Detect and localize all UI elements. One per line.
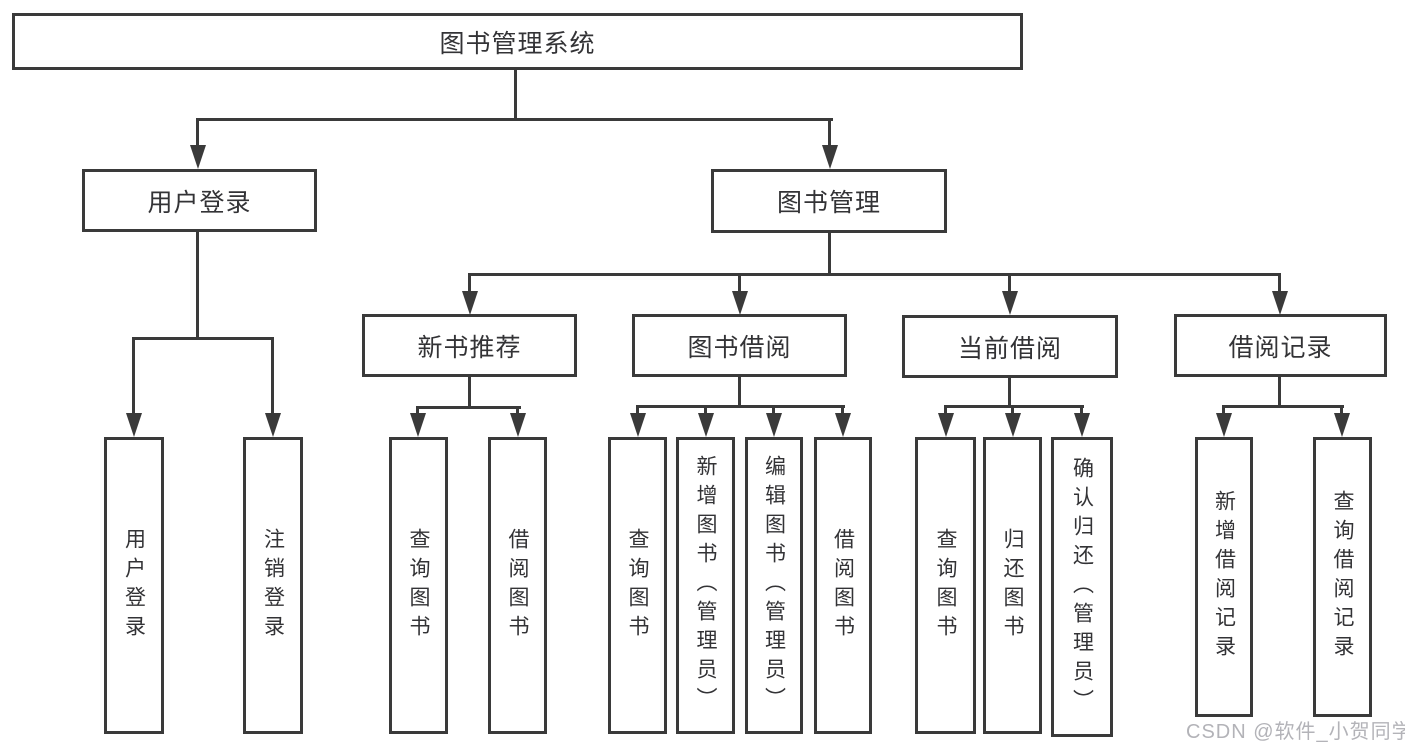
- node-book-borrowing-label: 图书借阅: [687, 333, 792, 362]
- node-new-book-recommend-label: 新书推荐: [417, 333, 522, 362]
- connector-line: [636, 405, 639, 414]
- connector-line: [828, 233, 831, 276]
- leaf-records-add-record: 新增借阅记录: [1195, 437, 1253, 717]
- connector-line: [944, 405, 1084, 408]
- connector-line: [1222, 405, 1225, 414]
- arrowhead-icon: [1074, 413, 1090, 437]
- connector-line: [1008, 273, 1011, 293]
- node-borrowing-records-label: 借阅记录: [1228, 333, 1333, 362]
- connector-line: [1278, 273, 1281, 293]
- leaf-newbook-borrow-books: 借阅图书: [488, 437, 547, 734]
- arrowhead-icon: [766, 413, 782, 437]
- connector-line: [704, 405, 707, 414]
- connector-line: [417, 406, 521, 409]
- arrowhead-icon: [822, 145, 838, 169]
- leaf-current-return-books: 归还图书: [983, 437, 1042, 734]
- leaf-newbook-borrow-books-label: 借阅图书: [506, 527, 529, 644]
- arrowhead-icon: [938, 413, 954, 437]
- node-root: 图书管理系统: [12, 13, 1023, 70]
- connector-line: [1222, 405, 1344, 408]
- leaf-borrowing-edit-books-admin-label: 编辑图书（管理员）: [762, 455, 786, 716]
- connector-line: [468, 273, 1281, 276]
- leaf-current-confirm-return-admin-label: 确认归还（管理员）: [1070, 456, 1094, 718]
- node-current-borrowing: 当前借阅: [902, 315, 1118, 378]
- connector-line: [944, 405, 947, 414]
- leaf-current-query-books: 查询图书: [915, 437, 976, 734]
- node-new-book-recommend: 新书推荐: [362, 314, 577, 377]
- connector-line: [738, 273, 741, 293]
- leaf-borrowing-query-books-label: 查询图书: [626, 527, 649, 644]
- leaf-logout: 注销登录: [243, 437, 303, 734]
- leaf-current-return-books-label: 归还图书: [1001, 527, 1024, 644]
- leaf-current-query-books-label: 查询图书: [934, 527, 957, 644]
- arrowhead-icon: [698, 413, 714, 437]
- arrowhead-icon: [630, 413, 646, 437]
- node-book-management-label: 图书管理: [776, 189, 881, 217]
- connector-line: [772, 405, 775, 414]
- connector-line: [828, 118, 831, 147]
- connector-line: [1340, 405, 1343, 414]
- leaf-borrowing-edit-books-admin: 编辑图书（管理员）: [745, 437, 803, 734]
- arrowhead-icon: [190, 145, 206, 169]
- arrowhead-icon: [462, 291, 478, 315]
- arrowhead-icon: [1002, 291, 1018, 315]
- leaf-newbook-query-books: 查询图书: [389, 437, 448, 734]
- node-borrowing-records: 借阅记录: [1174, 314, 1387, 377]
- leaf-borrowing-query-books: 查询图书: [608, 437, 667, 734]
- connector-line: [132, 337, 274, 340]
- arrowhead-icon: [410, 413, 426, 437]
- arrowhead-icon: [510, 413, 526, 437]
- node-user-login-label: 用户登录: [147, 188, 252, 217]
- connector-line: [1080, 405, 1083, 414]
- connector-line: [1011, 405, 1014, 414]
- connector-line: [1278, 377, 1281, 408]
- leaf-records-query-record: 查询借阅记录: [1313, 437, 1372, 717]
- connector-line: [1008, 378, 1011, 408]
- connector-line: [196, 118, 833, 121]
- leaf-records-query-record-label: 查询借阅记录: [1331, 490, 1354, 664]
- node-current-borrowing-label: 当前借阅: [957, 334, 1062, 363]
- connector-line: [196, 232, 199, 340]
- leaf-user-login: 用户登录: [104, 437, 164, 734]
- connector-line: [468, 377, 471, 408]
- arrowhead-icon: [1216, 413, 1232, 437]
- connector-line: [416, 406, 419, 415]
- leaf-records-add-record-label: 新增借阅记录: [1212, 490, 1236, 664]
- connector-line: [468, 273, 471, 293]
- leaf-current-confirm-return-admin: 确认归还（管理员）: [1051, 437, 1113, 737]
- csdn-watermark: CSDN @软件_小贺同学: [1186, 721, 1405, 743]
- leaf-newbook-query-books-label: 查询图书: [407, 527, 430, 644]
- arrowhead-icon: [126, 413, 142, 437]
- connector-line: [738, 377, 741, 408]
- leaf-borrowing-borrow-books-label: 借阅图书: [831, 527, 855, 644]
- arrowhead-icon: [1334, 413, 1350, 437]
- arrowhead-icon: [1272, 291, 1288, 315]
- connector-line: [841, 405, 844, 414]
- arrowhead-icon: [265, 413, 281, 437]
- node-book-borrowing: 图书借阅: [632, 314, 847, 377]
- arrowhead-icon: [835, 413, 851, 437]
- leaf-logout-label: 注销登录: [261, 527, 285, 644]
- leaf-borrowing-add-books-admin-label: 新增图书（管理员）: [694, 455, 717, 716]
- connector-line: [132, 337, 135, 415]
- node-book-management: 图书管理: [711, 169, 947, 233]
- arrowhead-icon: [732, 291, 748, 315]
- arrowhead-icon: [1005, 413, 1021, 437]
- connector-line: [516, 406, 519, 415]
- node-root-label: 图书管理系统: [439, 29, 596, 58]
- node-user-login: 用户登录: [82, 169, 317, 232]
- connector-line: [514, 69, 517, 119]
- leaf-user-login-label: 用户登录: [122, 527, 146, 644]
- connector-line: [636, 405, 845, 408]
- connector-line: [196, 118, 199, 147]
- connector-line: [271, 337, 274, 415]
- leaf-borrowing-borrow-books: 借阅图书: [814, 437, 872, 734]
- leaf-borrowing-add-books-admin: 新增图书（管理员）: [676, 437, 735, 734]
